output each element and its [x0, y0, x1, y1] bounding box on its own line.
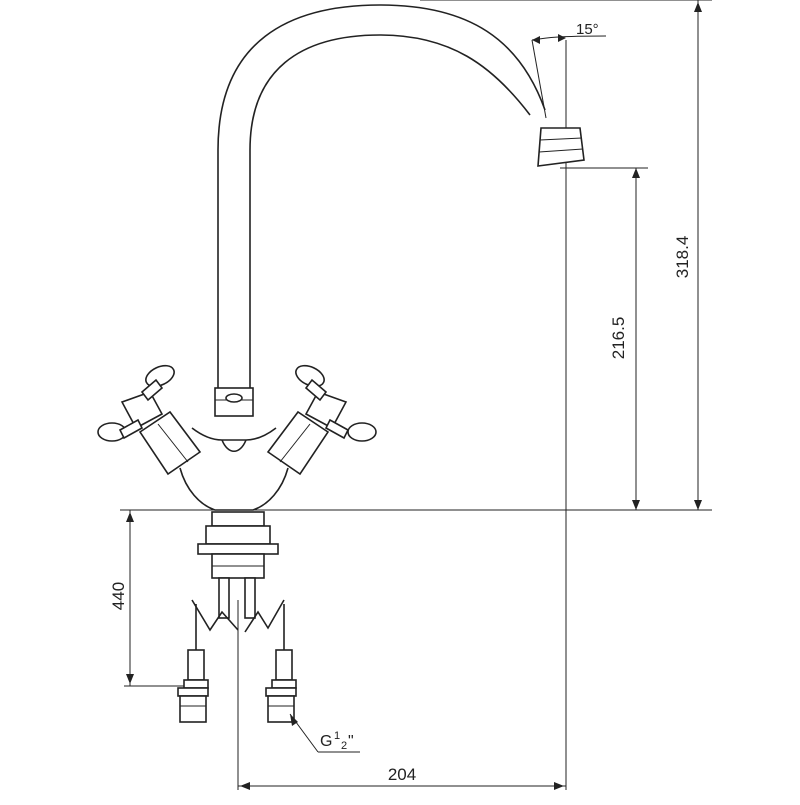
supply-pipes: [177, 604, 297, 723]
svg-text:1: 1: [334, 730, 340, 742]
svg-text:G: G: [320, 733, 332, 750]
connection-thread-label: G 1 2 ": [320, 730, 354, 752]
mounting-shank: [191, 511, 285, 633]
right-handle-hub: [304, 391, 348, 430]
spout: [217, 4, 585, 388]
left-pipe-end: [187, 649, 205, 681]
extension-lines: [120, 0, 712, 790]
svg-text:2: 2: [341, 740, 347, 752]
dimension-labels: 15° 216.5 318.4 440 204 G 1 2 ": [109, 21, 692, 784]
spout-nozzle: [537, 127, 585, 167]
spout-height-label: 216.5: [609, 317, 628, 360]
tap-body: [179, 387, 289, 511]
right-connector-nut: [267, 695, 295, 723]
right-handle: [266, 364, 377, 476]
dimension-lines: [124, 0, 702, 790]
angle-label: 15°: [576, 21, 599, 38]
right-pipe-end: [275, 649, 293, 681]
left-handle-hub: [120, 391, 164, 430]
svg-text:": ": [348, 733, 354, 750]
left-connector-nut: [179, 695, 207, 723]
spout-collar: [214, 387, 254, 417]
left-handle: [97, 364, 202, 476]
spout-reach-label: 204: [388, 765, 416, 784]
pipe-length-label: 440: [109, 582, 128, 610]
overall-height-label: 318.4: [673, 236, 692, 279]
